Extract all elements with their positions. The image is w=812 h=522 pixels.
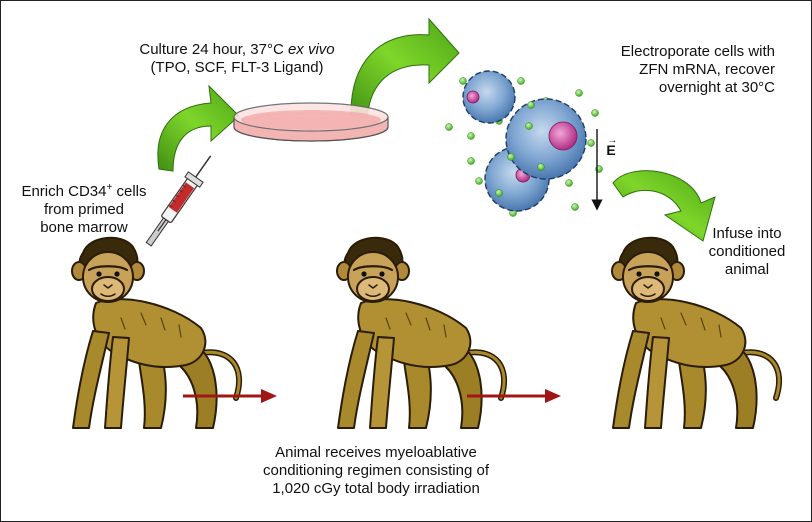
electroporation-cells [445, 70, 603, 217]
culture-label: Culture 24 hour, 37°C ex vivo (TPO, SCF,… [139, 41, 335, 76]
conditioning-label: Animal receives myeloablative conditioni… [263, 444, 489, 497]
petri-dish-icon [233, 102, 389, 142]
green-arrow-syringe-to-dish [157, 84, 240, 172]
electroporate-label: Electroporate cells with ZFN mRNA, recov… [620, 43, 775, 96]
monkey-icon [337, 238, 504, 428]
red-arrow-1 [183, 389, 277, 403]
field-label: → E [606, 135, 618, 158]
green-arrow-cells-to-animal [612, 170, 716, 242]
infuse-label: Infuse into conditioned animal [708, 225, 786, 278]
cell-icon [505, 98, 587, 180]
enrich-label: Enrich CD34+ cells from primed bone marr… [21, 182, 147, 237]
syringe-icon [145, 155, 212, 247]
red-arrow-2 [467, 389, 561, 403]
cell-icon [462, 70, 516, 124]
monkey-icon [72, 238, 239, 428]
green-arrow-dish-to-cells [350, 17, 460, 122]
